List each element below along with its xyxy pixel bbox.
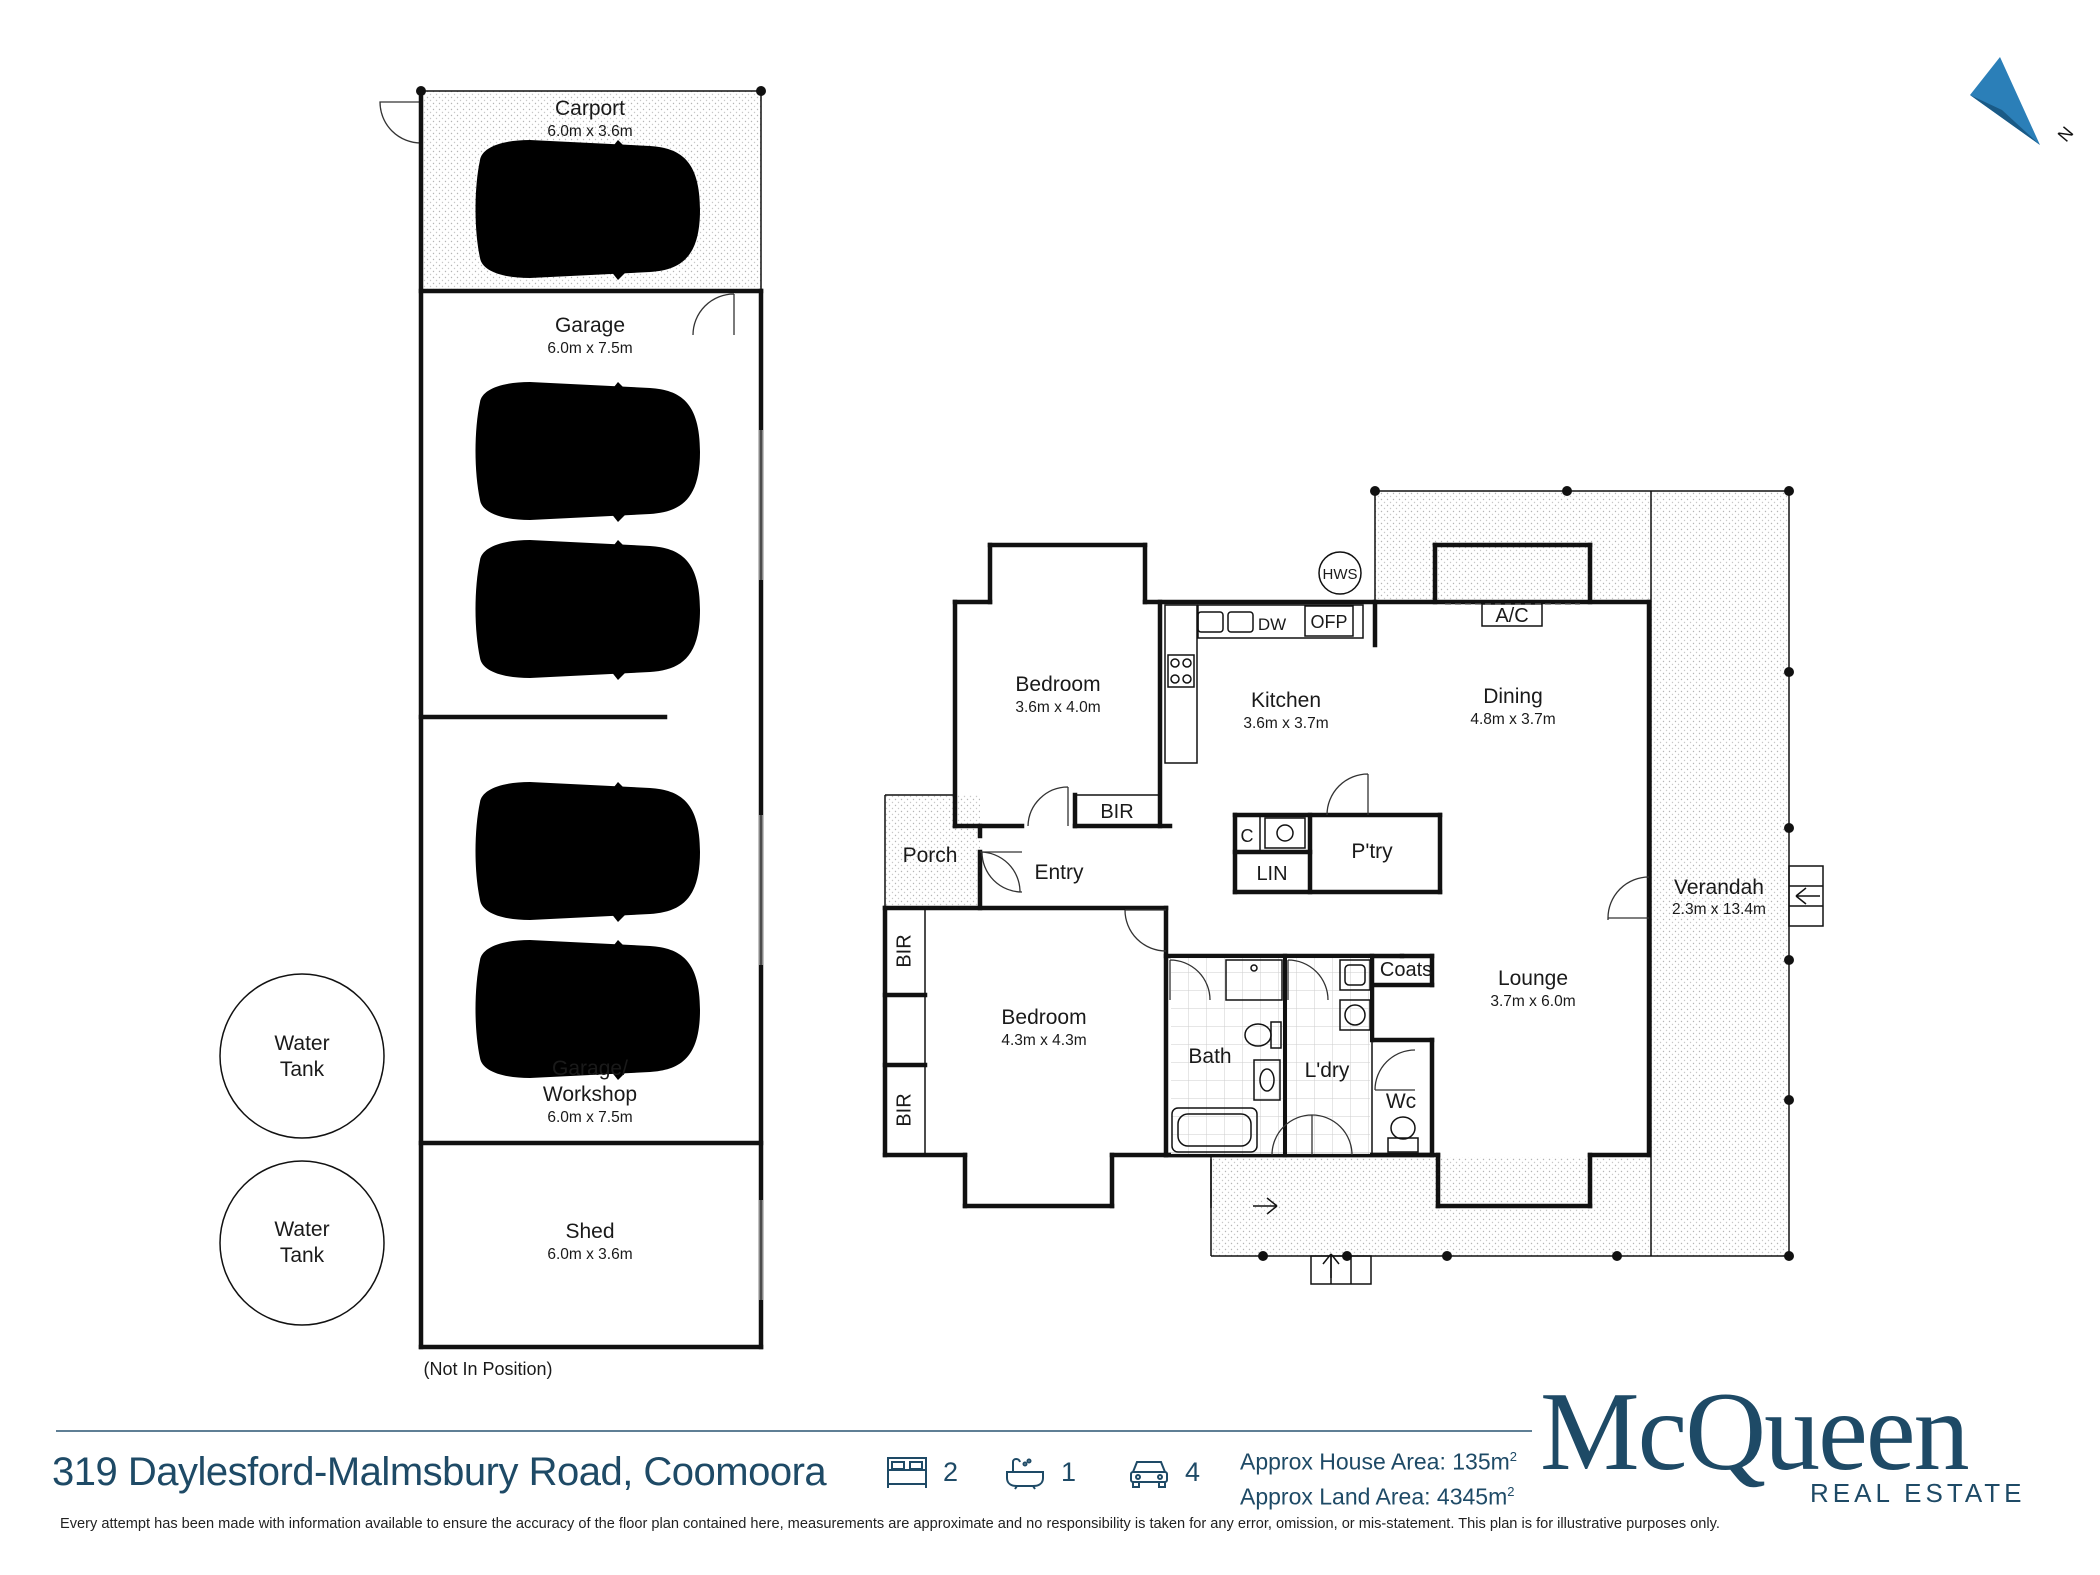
carport-label: Carport — [555, 97, 625, 120]
garage-door — [692, 293, 735, 336]
garage-label: Garage — [555, 314, 625, 337]
shed-label: Shed — [565, 1220, 614, 1243]
laundry-door-2 — [1311, 1114, 1353, 1156]
footer-rule — [56, 1430, 1532, 1432]
hws-label: HWS — [1323, 566, 1358, 583]
lounge-door — [1607, 876, 1650, 919]
bathtub — [1171, 1107, 1258, 1153]
house-area-text: Approx House Area: 135m — [1240, 1448, 1510, 1475]
dining-label: Dining — [1483, 685, 1543, 708]
water-tank-2 — [219, 1160, 385, 1326]
kitchen-label: Kitchen — [1251, 689, 1321, 712]
bed-icon — [887, 1457, 927, 1488]
verandah-label: Verandah — [1674, 876, 1764, 899]
footer: 319 Daylesford-Malmsbury Road, Coomoora … — [0, 1370, 2100, 1575]
hws-unit — [1318, 551, 1362, 595]
bath-label: Bath — [1188, 1045, 1231, 1068]
wc-label: Wc — [1386, 1090, 1416, 1113]
carport-door — [379, 101, 422, 144]
lounge-label: Lounge — [1498, 967, 1568, 990]
floor-plan: Carport 6.0m x 3.6m Garage 6.0m x 7.5m G… — [219, 57, 2077, 1379]
water-tank-2-label-2: Tank — [280, 1244, 325, 1267]
bir-1-label: BIR — [1100, 801, 1133, 823]
verandah-posts — [1258, 486, 1794, 1261]
bathroom-count-value: 1 — [1061, 1456, 1077, 1487]
dining-dims: 4.8m x 3.7m — [1470, 711, 1555, 728]
kitchen-dims: 3.6m x 3.7m — [1243, 715, 1328, 732]
wc-toilet — [1390, 1116, 1416, 1140]
bir-2-label: BIR — [893, 934, 915, 967]
pantry-door — [1326, 773, 1369, 816]
pantry-label: P'try — [1351, 840, 1393, 863]
car-garage-2 — [475, 540, 700, 680]
bedroom2-dims: 4.3m x 4.3m — [1001, 1032, 1086, 1049]
bedroom1-dims: 3.6m x 4.0m — [1015, 699, 1100, 716]
workshop-dims: 6.0m x 7.5m — [547, 1109, 632, 1126]
brand-logo: McQueen REAL ESTATE — [1540, 1368, 2040, 1518]
laundry-tub — [1339, 959, 1371, 991]
bedroom-count-value: 2 — [943, 1456, 959, 1487]
bedroom-count: 2 — [885, 1452, 958, 1492]
bedroom1-door — [1027, 786, 1069, 827]
water-tank-1-label-2: Tank — [280, 1058, 325, 1081]
ofp-label: OFP — [1310, 612, 1347, 632]
shower — [1225, 959, 1283, 1001]
lin-label: LIN — [1256, 863, 1287, 885]
verandah-dims: 2.3m x 13.4m — [1672, 901, 1766, 918]
house-area-unit: 2 — [1509, 1449, 1518, 1464]
bathtub-icon — [1006, 1458, 1044, 1490]
wc-door — [1374, 1049, 1416, 1091]
entry-label: Entry — [1034, 861, 1084, 884]
washing-machine — [1339, 999, 1371, 1031]
porch-label: Porch — [903, 844, 958, 867]
ac-label: A/C — [1495, 605, 1528, 627]
laundry-door-1 — [1287, 959, 1329, 1001]
house-area: Approx House Area: 135m2 — [1240, 1442, 1517, 1477]
north-arrow-icon: N — [1970, 57, 2077, 146]
car-carport — [475, 140, 700, 280]
land-area-text: Approx Land Area: 4345m — [1240, 1483, 1508, 1510]
north-label: N — [2054, 123, 2078, 146]
bedroom1-label: Bedroom — [1015, 673, 1100, 696]
area-info: Approx House Area: 135m2 Approx Land Are… — [1240, 1442, 1517, 1511]
bedroom2-label: Bedroom — [1001, 1006, 1086, 1029]
workshop-label-1: Garage/ — [552, 1057, 628, 1080]
lounge-dims: 3.7m x 6.0m — [1490, 993, 1575, 1010]
garage-dims: 6.0m x 7.5m — [547, 340, 632, 357]
laundry-label: L'dry — [1305, 1059, 1350, 1082]
water-tank-2-label-1: Water — [274, 1218, 329, 1241]
carport-dims: 6.0m x 3.6m — [547, 123, 632, 140]
property-address: 319 Daylesford-Malmsbury Road, Coomoora — [52, 1450, 827, 1494]
bathroom-count: 1 — [1003, 1452, 1076, 1492]
bedroom2-door — [1124, 909, 1167, 952]
brand-subtitle: REAL ESTATE — [1810, 1478, 2026, 1508]
water-tank-1-label-1: Water — [274, 1032, 329, 1055]
car-count-value: 4 — [1185, 1456, 1201, 1487]
workshop-label-2: Workshop — [543, 1083, 637, 1106]
c-label: C — [1241, 826, 1254, 846]
coats-label: Coats — [1380, 959, 1432, 981]
dw-label: DW — [1258, 615, 1286, 634]
car-icon — [1130, 1461, 1168, 1488]
bath-vanity — [1253, 1059, 1281, 1101]
land-area-unit: 2 — [1507, 1483, 1515, 1499]
shed-dims: 6.0m x 3.6m — [547, 1246, 632, 1263]
car-garage-1 — [475, 382, 700, 522]
bath-door — [1169, 959, 1211, 1001]
cooktop — [1167, 654, 1195, 688]
brand-name: McQueen — [1540, 1370, 1970, 1494]
car-workshop-1 — [475, 782, 700, 922]
water-tank-1 — [219, 973, 385, 1139]
bir-3-label: BIR — [893, 1093, 915, 1126]
disclaimer: Every attempt has been made with informa… — [60, 1516, 1720, 1532]
not-in-position-note: (Not In Position) — [423, 1359, 552, 1379]
land-area: Approx Land Area: 4345m2 — [1240, 1477, 1517, 1512]
entry-door — [979, 851, 1021, 893]
car-count: 4 — [1127, 1452, 1200, 1492]
